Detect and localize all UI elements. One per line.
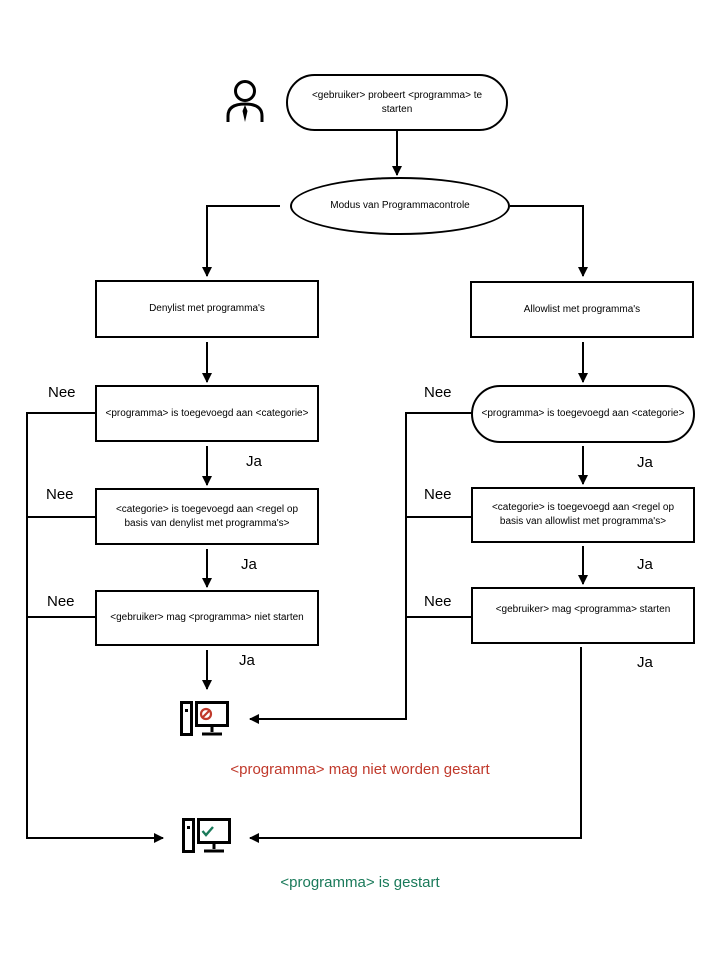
mode-decision-label: Modus van Programmacontrole [330, 200, 470, 211]
denylist-label: Denylist met programma's [149, 303, 265, 314]
label-yes-deny-user: Ja [239, 652, 255, 669]
label-no-deny-user: Nee [47, 593, 75, 610]
allow-rule-label: <categorie> is toegevoegd aan <regel op … [491, 502, 675, 527]
allowlist-label: Allowlist met programma's [523, 303, 641, 315]
result-started: <programma> is gestart [280, 874, 440, 891]
allowlist-box: Allowlist met programma's [470, 281, 694, 338]
deny-user-box: <gebruiker> mag <programma> niet starten [95, 590, 319, 646]
label-yes-allow-user: Ja [637, 654, 653, 671]
user-icon [226, 80, 264, 122]
label-no-deny-added: Nee [48, 384, 76, 401]
deny-added-box: <programma> is toegevoegd aan <categorie… [95, 385, 319, 442]
label-yes-allow-added: Ja [637, 454, 653, 471]
allow-user-box: <gebruiker> mag <programma> starten [471, 587, 695, 644]
label-no-allow-rule: Nee [424, 486, 452, 503]
computer-blocked-icon [180, 701, 229, 736]
deny-rule-label: <categorie> is toegevoegd aan <regel op … [115, 503, 299, 529]
start-node-label: <gebruiker> probeert <programma> te star… [311, 89, 483, 115]
denylist-box: Denylist met programma's [95, 280, 319, 338]
label-yes-deny-added: Ja [246, 453, 262, 470]
result-blocked: <programma> mag niet worden gestart [230, 761, 490, 778]
label-yes-deny-rule: Ja [241, 556, 257, 573]
allow-added-label: <programma> is toegevoegd aan <categorie… [481, 408, 685, 419]
start-node: <gebruiker> probeert <programma> te star… [286, 74, 508, 131]
label-no-allow-added: Nee [424, 384, 452, 401]
label-no-allow-user: Nee [424, 593, 452, 610]
deny-added-label: <programma> is toegevoegd aan <categorie… [105, 407, 309, 419]
mode-decision: Modus van Programmacontrole [290, 177, 510, 235]
label-no-deny-rule: Nee [46, 486, 74, 503]
allow-added-box: <programma> is toegevoegd aan <categorie… [471, 385, 695, 443]
deny-user-label: <gebruiker> mag <programma> niet starten [110, 612, 304, 623]
allow-user-label: <gebruiker> mag <programma> starten [495, 604, 671, 615]
allow-rule-box: <categorie> is toegevoegd aan <regel op … [471, 487, 695, 543]
computer-check-icon [182, 818, 231, 853]
label-yes-allow-rule: Ja [637, 556, 653, 573]
deny-rule-box: <categorie> is toegevoegd aan <regel op … [95, 488, 319, 545]
